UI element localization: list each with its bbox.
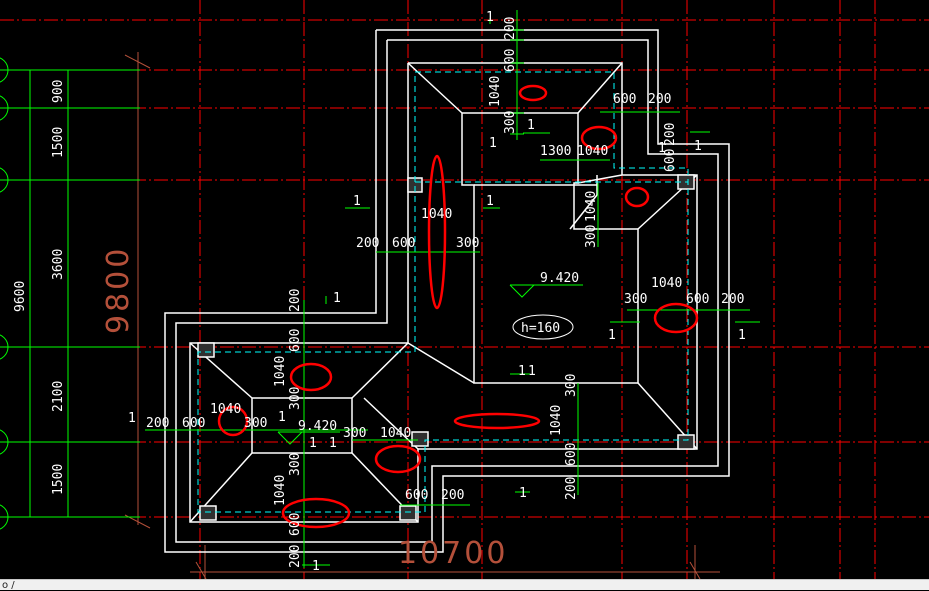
section-mark-17: 1 bbox=[528, 364, 536, 379]
plan-dimension-lines bbox=[145, 10, 760, 568]
dim-rm-1040: 1040 bbox=[651, 276, 682, 291]
dim-br-200: 200 bbox=[564, 477, 579, 500]
left-total-label: 9600 bbox=[13, 281, 28, 312]
status-bar-text: o / bbox=[2, 580, 15, 591]
dim-lv-1040: 1040 bbox=[273, 475, 288, 506]
left-seg-4: 2100 bbox=[51, 381, 66, 412]
dim-ll-1040: 1040 bbox=[210, 402, 241, 417]
section-mark-16: 1 bbox=[329, 436, 337, 451]
section-mark-9: 1 bbox=[518, 364, 526, 379]
dim-lv-300: 300 bbox=[288, 453, 303, 476]
section-mark-13: 1 bbox=[312, 559, 320, 574]
section-mark-5: 1 bbox=[486, 194, 494, 209]
dim-c-300: 300 bbox=[288, 387, 303, 410]
dim-r-1040: 1040 bbox=[584, 191, 599, 222]
dim-left-200: 200 bbox=[356, 236, 379, 251]
section-mark-6: 1 bbox=[333, 291, 341, 306]
dim-left-1040: 1040 bbox=[421, 207, 452, 222]
plan-dimension-texts: 200 600 1040 300 600 200 1 300 1040 600 … bbox=[128, 10, 746, 574]
dim-ll-300: 300 bbox=[244, 416, 267, 431]
dim-tr-200: 200 bbox=[648, 92, 671, 107]
dim-ll-1040b: 1040 bbox=[380, 426, 411, 441]
dim-rm-300: 300 bbox=[624, 292, 647, 307]
cad-drawing-canvas: 9800 10700 9600 900 1500 3600 2100 1500 … bbox=[0, 0, 929, 579]
section-mark-8: 1 bbox=[738, 328, 746, 343]
section-mark-3: 1 bbox=[527, 118, 535, 133]
dim-lv-600: 600 bbox=[288, 513, 303, 536]
dim-mid-1040: 1040 bbox=[577, 144, 608, 159]
section-mark-4: 1 bbox=[353, 194, 361, 209]
dim-mid-300: 300 bbox=[548, 144, 571, 159]
elevation-symbol-main bbox=[509, 284, 583, 298]
dim-mid-1: 1 bbox=[540, 144, 548, 159]
dim-rm-600: 600 bbox=[686, 292, 709, 307]
dim-r-300: 300 bbox=[584, 225, 599, 248]
dim-tr-600: 600 bbox=[613, 92, 636, 107]
left-seg-3: 3600 bbox=[51, 249, 66, 280]
roof-outline bbox=[164, 29, 730, 553]
dim-b-600: 600 bbox=[405, 488, 428, 503]
hidden-lines bbox=[197, 71, 689, 513]
dim-br-1040: 1040 bbox=[549, 405, 564, 436]
dim-left-600: 600 bbox=[392, 236, 415, 251]
dim-lv-200: 200 bbox=[288, 545, 303, 568]
section-mark-1: 1 bbox=[486, 10, 494, 25]
elevation-small-label: 9.420 bbox=[298, 419, 337, 434]
left-seg-2: 1500 bbox=[51, 127, 66, 158]
overall-width-label: 10700 bbox=[398, 536, 508, 571]
dim-top-600: 600 bbox=[503, 49, 518, 72]
dim-c-200: 200 bbox=[288, 289, 303, 312]
dim-left-300: 300 bbox=[456, 236, 479, 251]
canvas-background bbox=[0, 0, 929, 579]
section-mark-7: 1 bbox=[608, 328, 616, 343]
elevation-main-label: 9.420 bbox=[540, 271, 579, 286]
markup-circles bbox=[217, 84, 699, 529]
section-mark-14: 1 bbox=[694, 139, 702, 154]
dim-ll-300b: 300 bbox=[343, 426, 366, 441]
section-mark-15: 1 bbox=[658, 141, 666, 156]
section-mark-12: 1 bbox=[519, 486, 527, 501]
dim-top-1040: 1040 bbox=[488, 76, 503, 107]
dim-r-200: 200 bbox=[663, 123, 678, 146]
overall-height-label: 9800 bbox=[101, 246, 136, 334]
slab-thickness-oval bbox=[512, 314, 574, 340]
slab-thickness-label: h=160 bbox=[521, 321, 560, 336]
dim-c-1040: 1040 bbox=[273, 356, 288, 387]
dim-top-300: 300 bbox=[503, 111, 518, 134]
section-mark-10: 1 bbox=[278, 410, 286, 425]
left-dimension-chain bbox=[0, 57, 140, 530]
dim-c-600: 600 bbox=[288, 329, 303, 352]
dim-br-600: 600 bbox=[564, 443, 579, 466]
dim-br-300: 300 bbox=[564, 374, 579, 397]
status-bar: o / bbox=[0, 579, 929, 591]
dim-r-600: 600 bbox=[663, 149, 678, 172]
dim-top-200: 200 bbox=[503, 17, 518, 40]
dim-ll-600: 600 bbox=[182, 416, 205, 431]
dim-ll-1: 1 bbox=[128, 411, 136, 426]
elevation-symbol-small bbox=[277, 431, 340, 445]
dim-rm-200: 200 bbox=[721, 292, 744, 307]
section-mark-2: 1 bbox=[489, 136, 497, 151]
left-seg-5: 1500 bbox=[51, 464, 66, 495]
dim-ll-200: 200 bbox=[146, 416, 169, 431]
section-mark-11: 1 bbox=[309, 436, 317, 451]
left-seg-1: 900 bbox=[51, 80, 66, 103]
overall-dimension-lines bbox=[124, 52, 720, 579]
axis-grid bbox=[0, 0, 929, 579]
dim-b-200: 200 bbox=[441, 488, 464, 503]
